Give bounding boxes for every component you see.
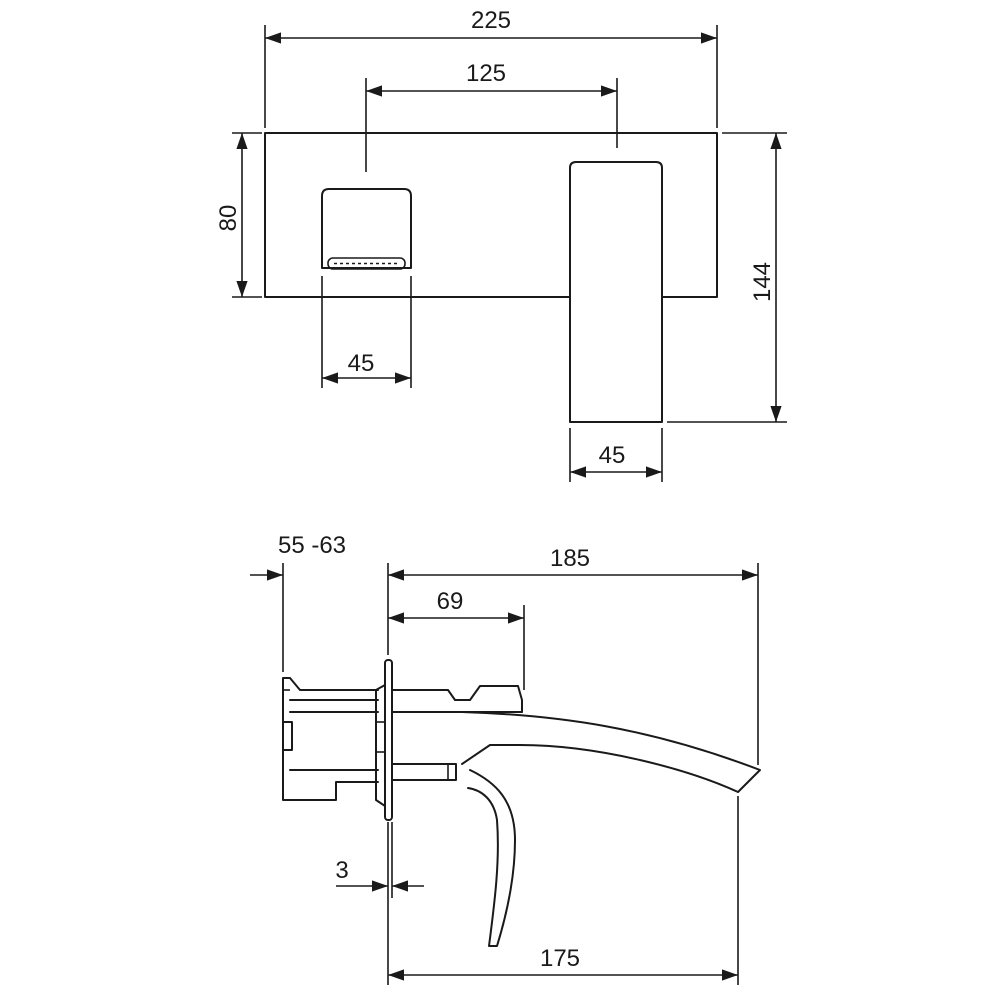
dim-label-plate-width: 225 — [471, 7, 511, 34]
side-view: 55 -63 185 69 3 175 — [250, 532, 761, 985]
spout-outlet — [321, 188, 412, 270]
front-view: 225 125 80 144 45 — [215, 7, 787, 482]
dim-80: 80 — [215, 132, 262, 298]
dim-175: 175 — [388, 796, 739, 985]
spout-body — [391, 685, 761, 947]
dim-label-wall-depth-range: 55 -63 — [278, 532, 346, 559]
dim-125: 125 — [365, 60, 618, 172]
dim-label-plate-height: 80 — [215, 205, 242, 232]
dim-55-63: 55 -63 — [250, 532, 389, 672]
dim-label-center-distance: 125 — [466, 60, 506, 87]
wall-plate — [264, 132, 718, 298]
dim-label-handle-width: 45 — [599, 442, 626, 469]
dim-label-spout-projection: 185 — [550, 545, 590, 572]
handle — [569, 161, 663, 423]
dim-3: 3 — [335, 822, 424, 985]
dim-45-handle: 45 — [569, 428, 663, 482]
in-wall-body — [282, 677, 379, 801]
dim-label-body-projection: 69 — [437, 588, 464, 615]
dim-label-overall-height: 144 — [749, 262, 776, 302]
dim-label-outlet-width: 45 — [348, 350, 375, 377]
wall-flange — [375, 659, 393, 821]
dim-69: 69 — [388, 588, 525, 690]
dim-45-outlet: 45 — [321, 276, 412, 388]
dim-225: 225 — [264, 7, 718, 128]
dim-144: 144 — [667, 132, 787, 423]
dim-label-spout-outlet-projection: 175 — [540, 945, 580, 972]
dim-185: 185 — [388, 545, 759, 765]
dim-label-plate-thickness: 3 — [335, 857, 348, 884]
